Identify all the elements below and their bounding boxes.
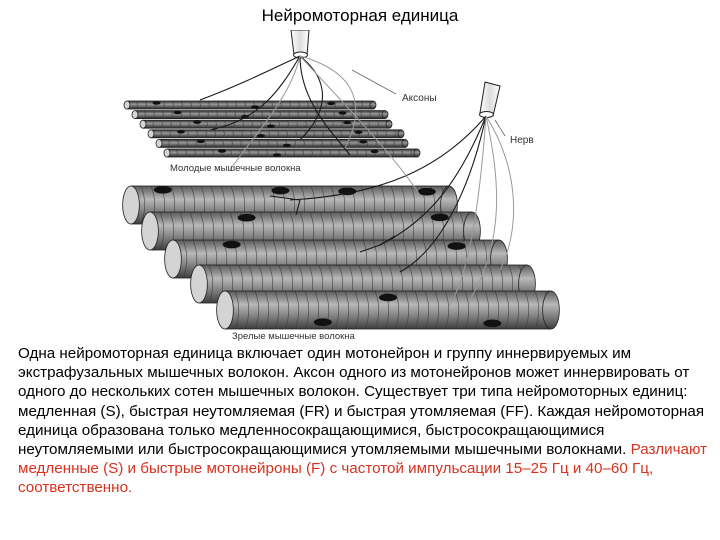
fiber-nucleus (251, 105, 259, 108)
mature-fiber-5 (217, 291, 560, 329)
fiber-nucleus (355, 131, 363, 134)
fiber-nucleus (174, 111, 182, 114)
fiber-nucleus (154, 186, 172, 194)
slide-title: Нейромоторная единица (0, 6, 720, 26)
fiber-nucleus (273, 153, 281, 156)
fiber-nucleus (327, 102, 335, 105)
fiber-nucleus (314, 318, 332, 326)
young-fiber-6 (164, 149, 420, 157)
fiber-nucleus (483, 320, 501, 328)
fiber-nucleus (371, 150, 379, 153)
fiber-nucleus (238, 214, 256, 222)
young-fiber-2 (132, 111, 388, 119)
young-fibers-label: Молодые мышечные волокна (170, 163, 301, 174)
nerve-leader-line (495, 120, 505, 136)
fiber-nucleus (193, 121, 201, 124)
young-muscle-fibers (124, 101, 420, 157)
fiber-nucleus (343, 121, 351, 124)
fiber-nucleus (223, 241, 241, 249)
nerve-label: Нерв (510, 135, 534, 146)
axons-leader-line (352, 70, 396, 94)
fiber-nucleus (283, 144, 291, 147)
neuromotor-unit-illustration: Аксоны Нерв Молодые мышечные волокна Зре… (0, 30, 720, 346)
fiber-nucleus (448, 242, 466, 250)
fiber-nucleus (359, 140, 367, 143)
young-fiber-1 (124, 101, 376, 109)
fiber-nucleus (177, 130, 185, 133)
fiber-nucleus (418, 188, 436, 196)
fiber-nucleus (267, 125, 275, 128)
body-text-main: Одна нейромоторная единица включает один… (18, 345, 704, 458)
fiber-nucleus (339, 111, 347, 114)
fiber-nucleus (257, 134, 265, 137)
fiber-nucleus (379, 294, 397, 302)
axons-label: Аксоны (402, 93, 437, 104)
body-paragraph: Одна нейромоторная единица включает один… (18, 344, 708, 498)
fiber-nucleus (271, 187, 289, 195)
fiber-nucleus (431, 214, 449, 222)
mature-fibers-label: Зрелые мышечные волокна (232, 331, 356, 342)
young-fiber-5 (156, 139, 408, 147)
fiber-nucleus (197, 140, 205, 143)
mature-muscle-fibers (123, 186, 560, 329)
fiber-nucleus (153, 101, 161, 104)
young-fiber-4 (148, 130, 404, 138)
fiber-nucleus (218, 149, 226, 152)
